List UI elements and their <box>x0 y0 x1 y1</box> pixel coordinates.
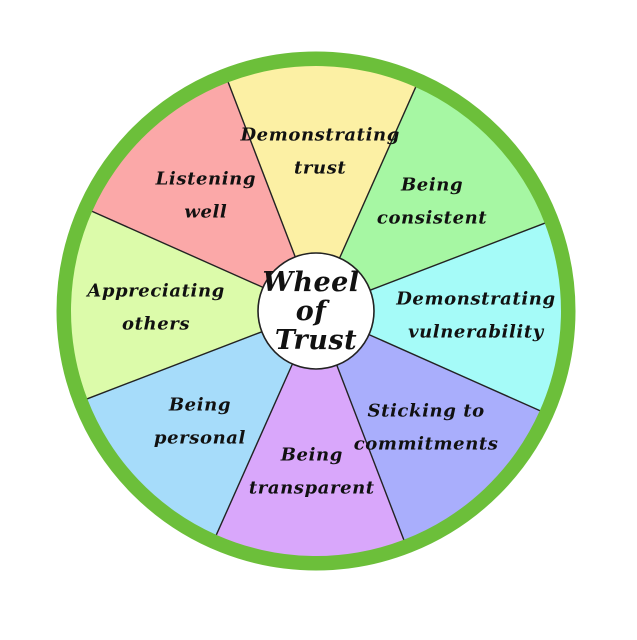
segment-label-line: transparent <box>249 477 375 498</box>
wheel-segment <box>336 334 540 540</box>
wheel-dividers <box>87 82 545 540</box>
segment-label-line: trust <box>294 158 346 179</box>
segment-divider <box>338 86 417 259</box>
segment-label-line: consistent <box>377 207 487 228</box>
segment-divider <box>368 333 541 412</box>
segment-label-line: Demonstrating <box>239 125 399 146</box>
segment-label-line: Appreciating <box>85 280 225 301</box>
segment-label: Sticking to commitments <box>354 401 499 455</box>
wheel-segment <box>92 82 296 288</box>
wheel-center-circle <box>257 252 375 370</box>
segment-label: Being consistent <box>377 174 487 228</box>
center-title-line: of <box>296 296 331 327</box>
segment-divider <box>336 364 405 540</box>
segment-label: Being transparent <box>249 444 375 498</box>
segment-label-line: Listening <box>155 168 256 189</box>
segment-label-line: vulnerability <box>408 322 545 343</box>
wheel-segment <box>216 363 404 556</box>
wheel-segments <box>71 66 562 556</box>
segment-label-line: Being <box>400 174 463 195</box>
segment-divider <box>369 222 545 291</box>
wheel-segment <box>228 66 416 259</box>
center-title-line: Wheel <box>263 267 360 298</box>
segment-label: Demonstrating vulnerability <box>395 289 555 343</box>
center-title-line: Trust <box>275 325 357 356</box>
segment-divider <box>87 331 263 400</box>
wheel-segment <box>368 223 562 411</box>
wheel-segment <box>71 211 264 399</box>
segment-label-line: personal <box>154 428 246 449</box>
wheel-segment <box>339 87 545 291</box>
segment-label-line: Sticking to <box>367 401 484 422</box>
segment-label-line: commitments <box>354 434 499 455</box>
segment-label: Demonstrating trust <box>239 125 399 179</box>
wheel-segment <box>87 331 293 535</box>
wheel-outer-rim <box>56 51 576 571</box>
segment-label-line: Being <box>280 444 343 465</box>
segment-label-line: Being <box>168 395 231 416</box>
segment-label: Appreciating others <box>85 280 225 334</box>
segment-label-line: well <box>184 201 227 222</box>
segment-divider <box>91 210 264 289</box>
segment-divider <box>227 82 296 258</box>
segment-label: Listening well <box>155 168 256 222</box>
segment-label: Being personal <box>154 395 246 449</box>
segment-label-line: others <box>122 313 190 334</box>
segment-divider <box>215 363 294 536</box>
segment-label-line: Demonstrating <box>395 289 555 310</box>
wheel-center-title: Wheel of Trust <box>263 267 370 356</box>
